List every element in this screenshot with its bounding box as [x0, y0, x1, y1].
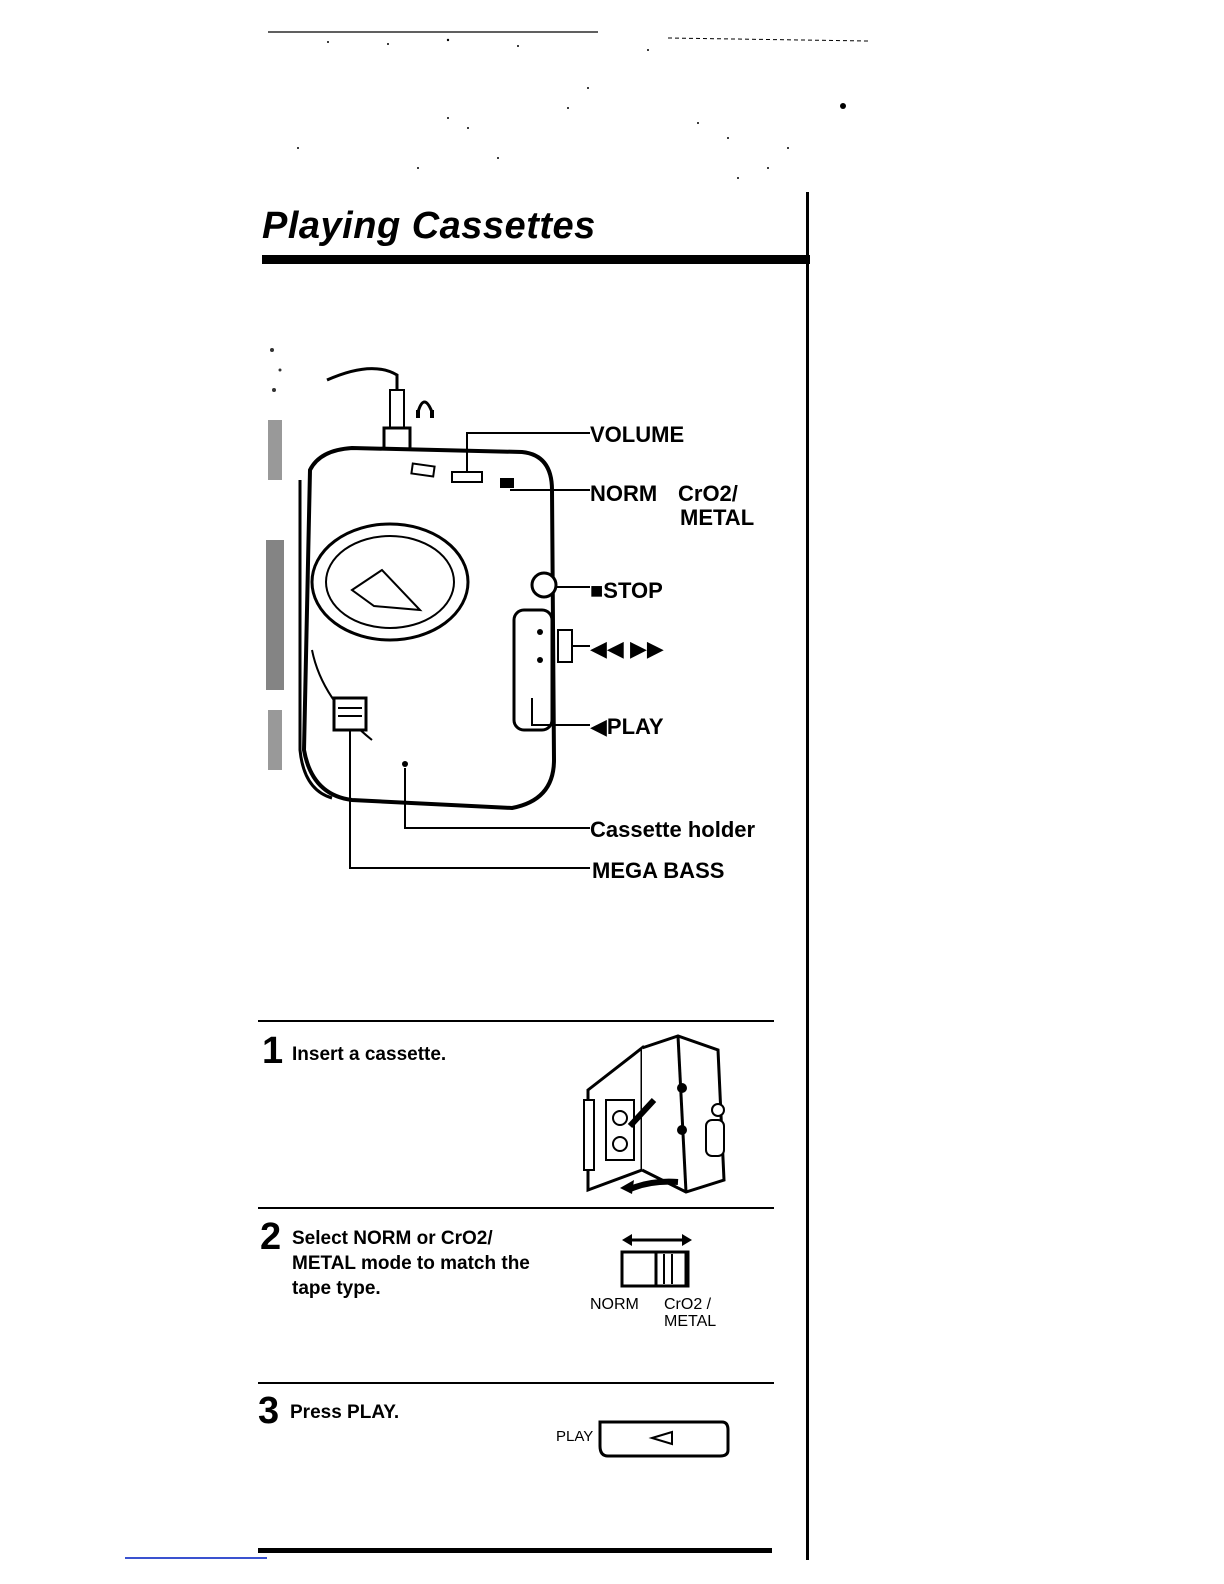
- scan-noise: [268, 28, 888, 188]
- step-number: 3: [258, 1392, 279, 1430]
- step-number: 1: [262, 1032, 283, 1070]
- play-button-label: PLAY: [556, 1428, 593, 1445]
- step-text: Select NORM or CrO2/ METAL mode to match…: [292, 1226, 537, 1301]
- page-title: Playing Cassettes: [262, 205, 596, 248]
- label-cro2: CrO2/: [678, 481, 738, 507]
- step-text: Press PLAY.: [290, 1400, 490, 1425]
- switch-label-metal: METAL: [664, 1313, 716, 1331]
- label-metal: METAL: [680, 505, 754, 531]
- step-text: Insert a cassette.: [292, 1042, 512, 1067]
- step-divider: [258, 1382, 774, 1384]
- open-cassette-holder-illustration: [578, 1030, 734, 1196]
- step-divider: [258, 1020, 774, 1022]
- switch-label-cro2: CrO2 /: [664, 1296, 711, 1314]
- label-volume: VOLUME: [590, 422, 684, 448]
- label-cassette-holder: Cassette holder: [590, 817, 755, 843]
- tape-mode-switch-icon: [618, 1230, 698, 1292]
- step-number: 2: [260, 1218, 281, 1256]
- label-rew-ff: ◀◀ ▶▶: [590, 636, 664, 662]
- play-button-icon: [596, 1418, 732, 1460]
- label-stop: ■STOP: [590, 578, 663, 604]
- column-divider: [806, 192, 809, 1560]
- accent-line: [125, 1557, 267, 1559]
- switch-label-norm: NORM: [590, 1296, 639, 1314]
- title-underline: [262, 255, 810, 264]
- label-play: ◀PLAY: [590, 714, 664, 740]
- mega-bass-leader: [340, 730, 592, 892]
- step-divider: [258, 1207, 774, 1209]
- label-mega-bass: MEGA BASS: [592, 858, 724, 884]
- label-norm: NORM: [590, 481, 657, 507]
- bottom-rule: [258, 1548, 772, 1553]
- headphones-icon: [416, 402, 434, 418]
